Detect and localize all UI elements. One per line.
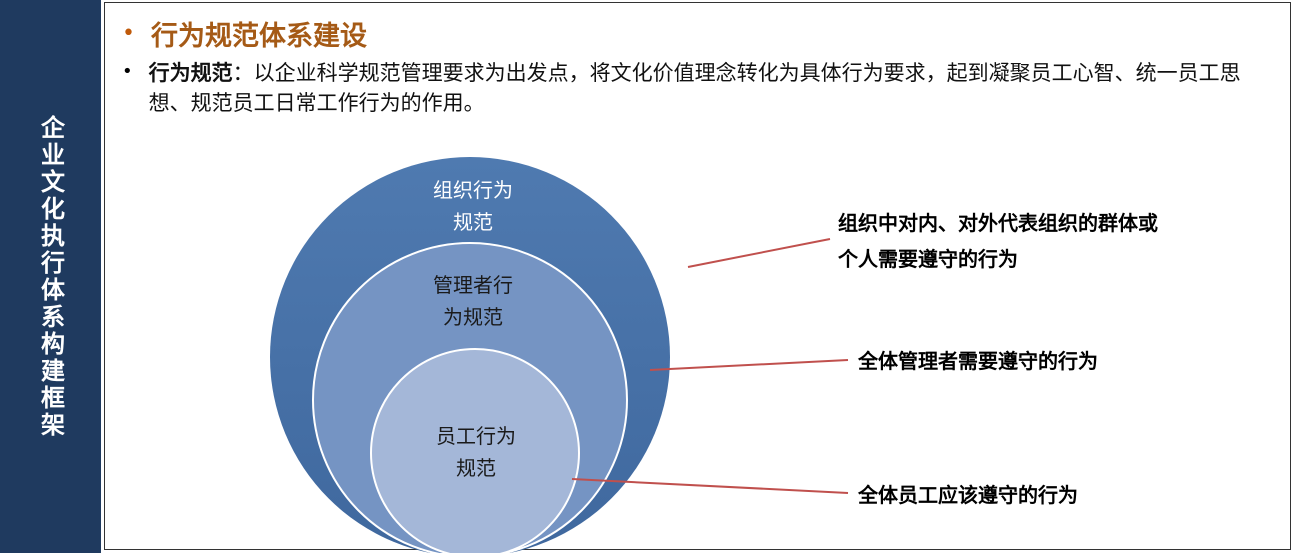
inner-circle-label-line1: 员工行为	[436, 424, 516, 448]
heading-title: 行为规范体系建设	[150, 21, 367, 52]
callout-middle: 全体管理者需要遵守的行为	[857, 349, 1098, 373]
content-frame	[104, 2, 1291, 550]
outer-circle-label-line1: 组织行为	[433, 178, 513, 202]
description-body: 行为规范：以企业科学规范管理要求为出发点，将文化价值理念转化为具体行为要求，起到…	[149, 58, 1269, 118]
inner-circle-label-line2: 规范	[456, 456, 496, 480]
description-text: 以企业科学规范管理要求为出发点，将文化价值理念转化为具体行为要求，起到凝聚员工心…	[148, 61, 1241, 115]
callout-outer-line1: 组织中对内、对外代表组织的群体或	[838, 211, 1158, 235]
sidebar-title: 企业文化执行体系构建框架	[36, 114, 65, 439]
connector-line-inner	[571, 478, 849, 494]
sidebar: 企业文化执行体系构建框架	[0, 0, 101, 553]
inner-circle	[370, 348, 580, 553]
description: • 行为规范：以企业科学规范管理要求为出发点，将文化价值理念转化为具体行为要求，…	[122, 58, 1272, 118]
middle-circle-label-line2: 为规范	[443, 305, 503, 329]
callout-inner: 全体员工应该遵守的行为	[857, 483, 1078, 507]
description-separator: ：	[232, 61, 254, 85]
bullet-icon: •	[122, 21, 135, 46]
description-label: 行为规范	[148, 61, 233, 85]
bullet-icon: •	[122, 61, 133, 82]
callout-outer-line2: 个人需要遵守的行为	[837, 247, 1018, 271]
section-heading: • 行为规范体系建设	[122, 14, 367, 53]
connector-line-outer	[687, 238, 831, 268]
middle-circle-label-line1: 管理者行	[433, 273, 513, 297]
connector-line-middle	[649, 359, 849, 371]
outer-circle-label-line2: 规范	[453, 210, 493, 234]
